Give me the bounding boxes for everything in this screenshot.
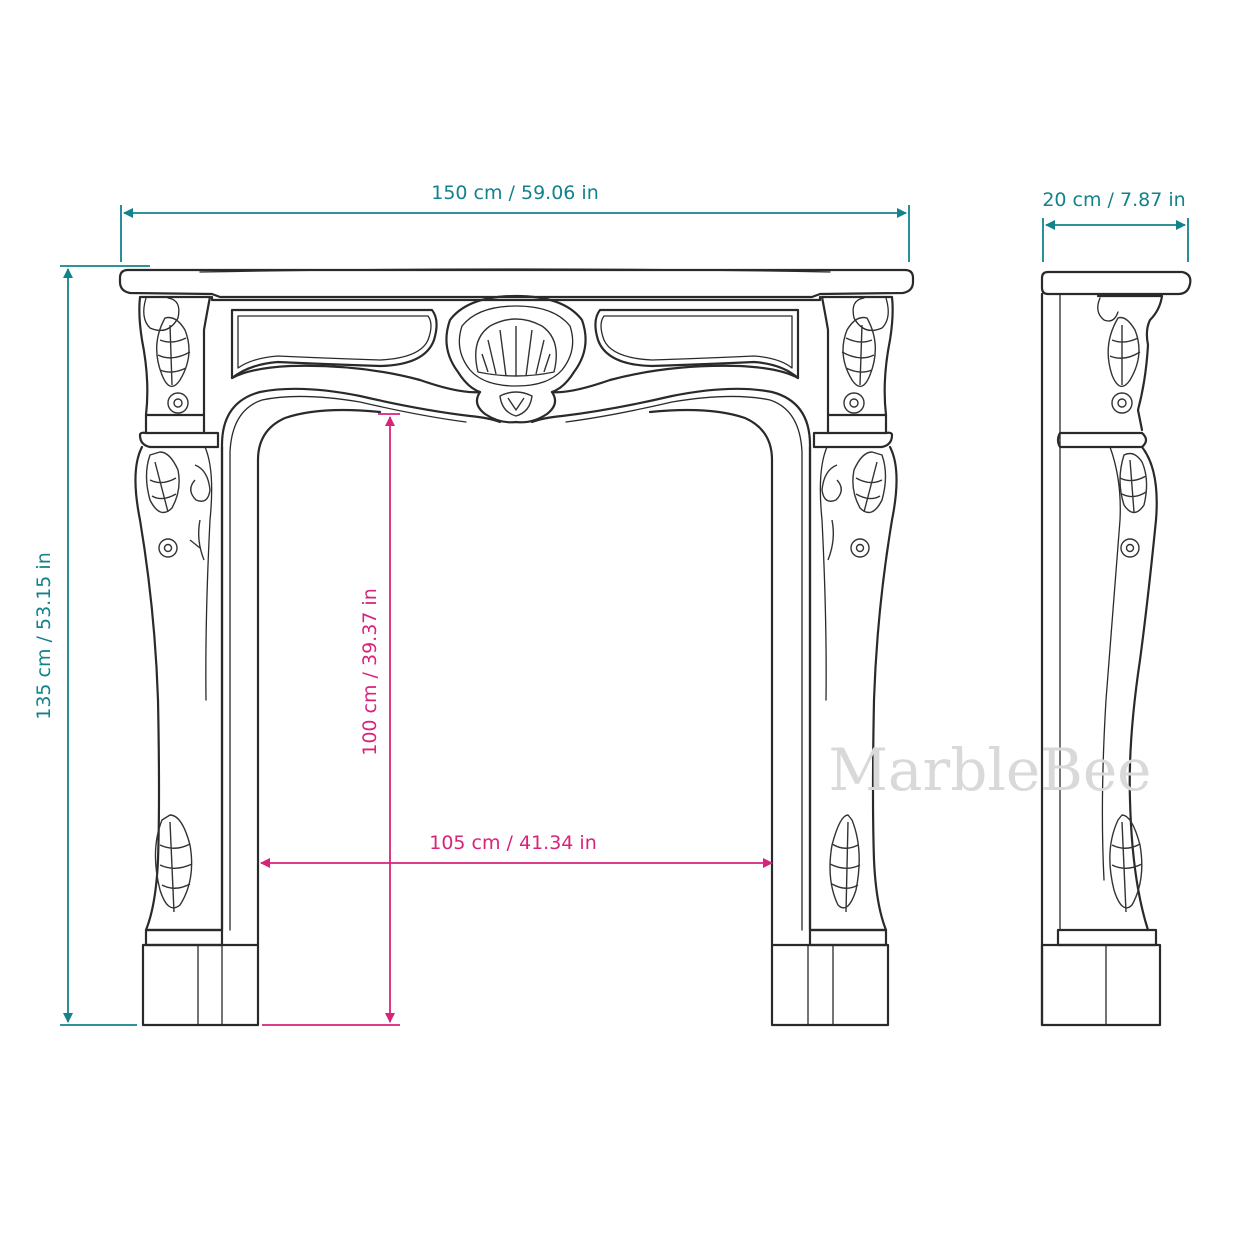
side-corbel-leaf — [1107, 316, 1141, 414]
front-view — [118, 268, 915, 1027]
apron-outer-curve — [230, 364, 482, 394]
watermark-logo: MarbleBee — [829, 736, 1152, 804]
side-capital-band — [1056, 431, 1148, 449]
left-plinth — [141, 943, 260, 1027]
dimension-opening-width: 105 cm / 41.34 in — [260, 832, 773, 868]
left-plinth-band — [144, 928, 224, 947]
arch-left — [220, 387, 502, 932]
right-plinth-band — [808, 928, 888, 947]
left-leg — [134, 445, 224, 932]
dimension-depth: 20 cm / 7.87 in — [1042, 189, 1189, 262]
right-frieze-panel — [594, 308, 800, 380]
left-leg-carving — [145, 451, 211, 913]
side-leg — [1128, 445, 1158, 932]
shell-cartouche — [445, 294, 587, 424]
side-shelf — [1040, 270, 1192, 296]
right-capital-band — [812, 431, 894, 449]
left-capital-band — [138, 431, 220, 449]
arch-right — [530, 387, 812, 932]
frieze — [210, 295, 822, 302]
dimension-opening-height: 100 cm / 39.37 in — [262, 413, 400, 1026]
right-leg — [808, 445, 898, 932]
dimension-overall-width: 150 cm / 59.06 in — [120, 182, 910, 262]
apron-outer-curve-right — [550, 364, 800, 394]
side-corbel — [1096, 294, 1164, 432]
side-leg-carving — [1109, 452, 1148, 913]
right-corbel-leaf — [841, 316, 876, 414]
opening-width-label: 105 cm / 41.34 in — [429, 832, 597, 854]
right-leg-carving — [821, 451, 887, 913]
opening-height-label: 100 cm / 39.37 in — [359, 588, 381, 756]
shell-icon — [475, 318, 557, 417]
shelf-edge-line — [199, 268, 831, 273]
left-frieze-panel — [230, 308, 438, 380]
side-plinth — [1040, 943, 1162, 1027]
arch-inner-left — [256, 408, 382, 947]
depth-label: 20 cm / 7.87 in — [1042, 189, 1185, 211]
overall-width-label: 150 cm / 59.06 in — [431, 182, 599, 204]
arch-inner-right — [648, 408, 774, 947]
side-plinth-band — [1056, 928, 1158, 947]
overall-height-label: 135 cm / 53.15 in — [33, 552, 55, 720]
mantel-shelf — [118, 268, 915, 299]
left-corbel — [138, 295, 212, 417]
dimension-overall-height: 135 cm / 53.15 in — [33, 265, 150, 1026]
right-plinth — [770, 943, 890, 1027]
left-corbel-leaf — [156, 316, 191, 414]
side-view — [1040, 270, 1192, 1027]
right-corbel — [820, 295, 894, 417]
